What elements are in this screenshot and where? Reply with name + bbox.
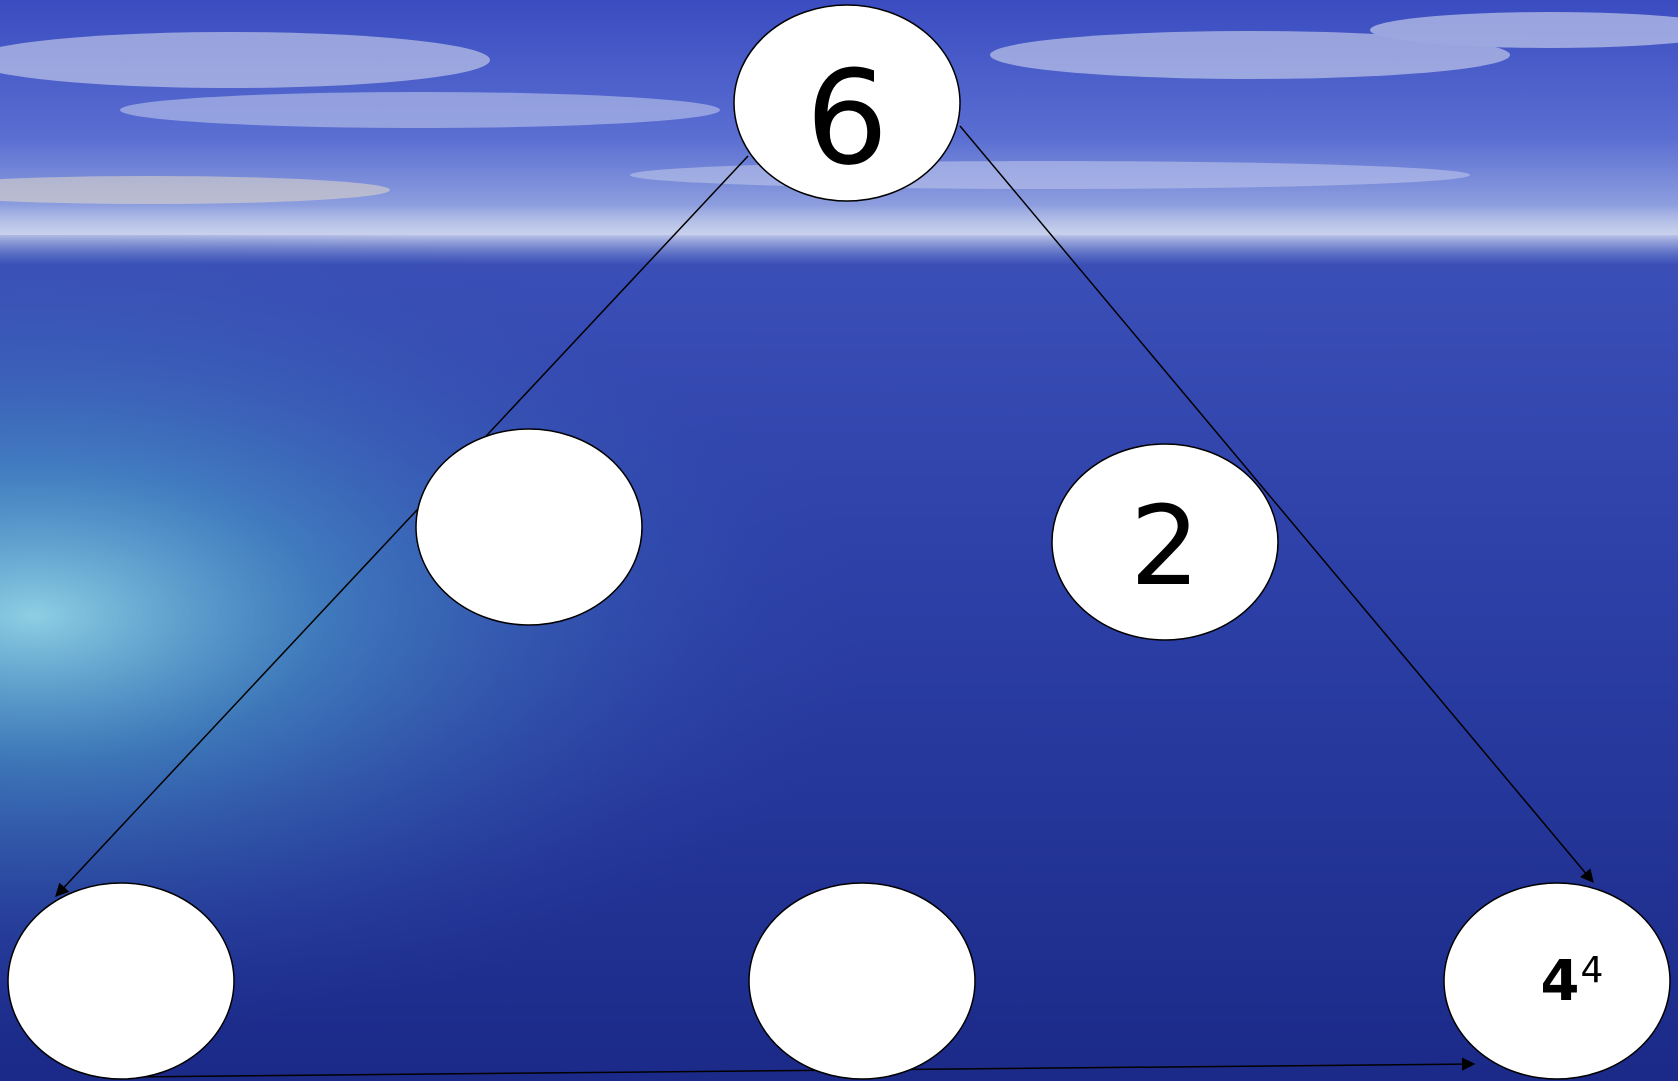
node-middle-right: 2 xyxy=(1051,443,1279,641)
node-top: 6 xyxy=(733,4,961,202)
node-middle-right-label: 2 xyxy=(1130,482,1200,610)
node-bottom-right-exponent: 4 xyxy=(1581,950,1604,991)
arrow-top-to-bottom-left xyxy=(55,155,749,897)
clouds xyxy=(0,12,1678,204)
node-bottom-right-base: 4 xyxy=(1541,949,1580,1014)
arrow-bottom-left-to-bottom-right xyxy=(124,1057,1476,1078)
arrow-top-to-bottom-right xyxy=(959,125,1594,884)
connectors xyxy=(55,125,1594,1078)
node-top-label: 6 xyxy=(806,42,889,194)
node-bottom-left xyxy=(7,882,235,1080)
node-middle-left xyxy=(415,428,643,626)
node-bottom-center xyxy=(748,882,976,1080)
node-bottom-right: 4 4 xyxy=(1443,882,1671,1080)
